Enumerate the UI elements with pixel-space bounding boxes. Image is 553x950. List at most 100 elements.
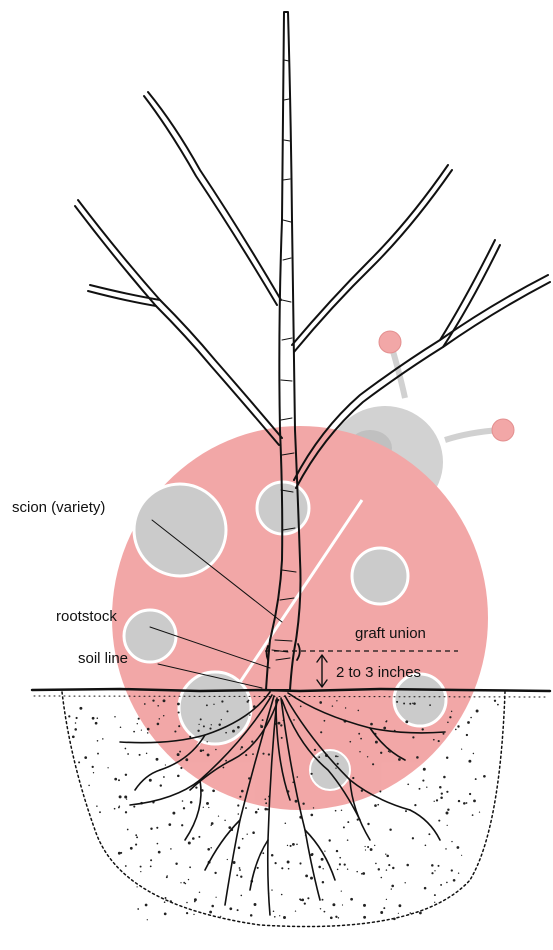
soil-speckle-dot <box>425 844 427 846</box>
soil-speckle-dot <box>280 724 282 726</box>
soil-speckle-dot <box>318 866 321 869</box>
soil-speckle-dot <box>229 907 232 910</box>
soil-speckle-dot <box>211 724 212 725</box>
soil-speckle-dot <box>461 749 462 750</box>
soil-speckle-dot <box>275 862 277 864</box>
soil-speckle-dot <box>385 721 387 723</box>
soil-speckle-dot <box>125 811 127 813</box>
soil-speckle-dot <box>197 730 199 732</box>
soil-speckle-dot <box>241 790 244 793</box>
soil-speckle-dot <box>268 753 270 755</box>
soil-speckle-dot <box>198 836 200 838</box>
soil-speckle-dot <box>252 753 254 755</box>
soil-speckle-dot <box>186 912 188 914</box>
soil-speckle-dot <box>182 800 184 802</box>
soil-speckle-dot <box>412 736 414 738</box>
soil-speckle-dot <box>252 831 255 834</box>
soil-speckle-dot <box>453 879 456 882</box>
soil-speckle-dot <box>423 768 426 771</box>
soil-speckle-dot <box>240 876 242 878</box>
soil-speckle-dot <box>438 740 440 742</box>
soil-speckle-dot <box>479 811 480 812</box>
soil-speckle-dot <box>341 890 342 891</box>
soil-speckle-dot <box>321 858 324 861</box>
soil-speckle-dot <box>451 869 453 871</box>
soil-speckle-dot <box>445 848 447 850</box>
soil-speckle-dot <box>322 881 324 883</box>
soil-speckle-dot <box>446 882 448 884</box>
soil-speckle-dot <box>147 728 150 731</box>
soil-speckle-dot <box>119 795 122 798</box>
soil-speckle-dot <box>75 722 77 724</box>
soil-speckle-dot <box>133 806 135 808</box>
soil-speckle-dot <box>447 825 448 826</box>
soil-speckle-dot <box>238 813 240 815</box>
soil-speckle-dot <box>120 726 122 728</box>
soil-speckle-dot <box>458 873 459 874</box>
soil-speckle-dot <box>250 914 253 917</box>
soil-speckle-dot <box>352 777 354 779</box>
soil-speckle-dot <box>363 904 366 907</box>
soil-speckle-dot <box>181 824 183 826</box>
soil-speckle-dot <box>74 728 77 731</box>
soil-speckle-dot <box>386 869 387 870</box>
soil-speckle-dot <box>311 853 313 855</box>
soil-speckle-dot <box>214 872 216 874</box>
soil-speckle-dot <box>178 725 180 727</box>
soil-speckle-dot <box>209 911 212 914</box>
soil-speckle-dot <box>218 815 219 816</box>
soil-speckle-dot <box>466 802 468 804</box>
soil-speckle-dot <box>337 763 339 765</box>
soil-speckle-dot <box>342 904 343 905</box>
soil-speckle-dot <box>324 911 326 913</box>
soil-speckle-dot <box>409 703 411 705</box>
soil-speckle-dot <box>451 841 452 842</box>
soil-speckle-dot <box>365 849 366 850</box>
soil-speckle-dot <box>137 908 139 910</box>
soil-speckle-dot <box>223 767 225 769</box>
soil-speckle-dot <box>135 844 137 846</box>
soil-speckle-dot <box>207 848 210 851</box>
soil-speckle-dot <box>233 861 236 864</box>
label-rootstock: rootstock <box>56 608 117 625</box>
soil-speckle-dot <box>177 753 180 756</box>
soil-speckle-dot <box>163 776 165 778</box>
soil-speckle-dot <box>193 914 194 915</box>
soil-speckle-dot <box>322 868 323 869</box>
soil-speckle-dot <box>457 725 459 727</box>
soil-speckle-dot <box>99 811 101 813</box>
soil-speckle-dot <box>180 767 182 769</box>
soil-speckle-dot <box>370 848 373 851</box>
soil-speckle-dot <box>192 837 195 840</box>
soil-speckle-dot <box>215 897 216 898</box>
soil-speckle-dot <box>226 710 228 712</box>
soil-speckle-dot <box>336 850 338 852</box>
soil-speckle-dot <box>79 707 82 710</box>
soil-speckle-dot <box>476 710 479 713</box>
soil-speckle-dot <box>347 869 348 870</box>
soil-speckle-dot <box>467 721 470 724</box>
soil-speckle-dot <box>156 758 159 761</box>
soil-speckle-dot <box>194 901 196 903</box>
soil-speckle-dot <box>240 748 241 749</box>
soil-speckle-dot <box>399 904 402 907</box>
soil-speckle-dot <box>318 756 320 758</box>
soil-speckle-dot <box>358 733 360 735</box>
soil-speckle-dot <box>140 871 141 872</box>
soil-speckle-dot <box>404 882 405 883</box>
label-soil-line: soil line <box>78 650 128 667</box>
soil-speckle-dot <box>212 789 215 792</box>
soil-speckle-dot <box>166 876 168 878</box>
soil-speckle-dot <box>237 804 239 806</box>
soil-speckle-dot <box>398 758 401 761</box>
soil-speckle-dot <box>461 855 462 856</box>
ladybug-spot <box>124 610 176 662</box>
soil-speckle-dot <box>133 731 135 733</box>
soil-speckle-dot <box>358 710 360 712</box>
soil-speckle-dot <box>72 735 75 738</box>
soil-speckle-dot <box>414 804 416 806</box>
soil-speckle-dot <box>438 820 440 822</box>
soil-speckle-dot <box>236 874 238 876</box>
soil-speckle-dot <box>159 718 160 719</box>
soil-speckle-dot <box>380 877 382 879</box>
